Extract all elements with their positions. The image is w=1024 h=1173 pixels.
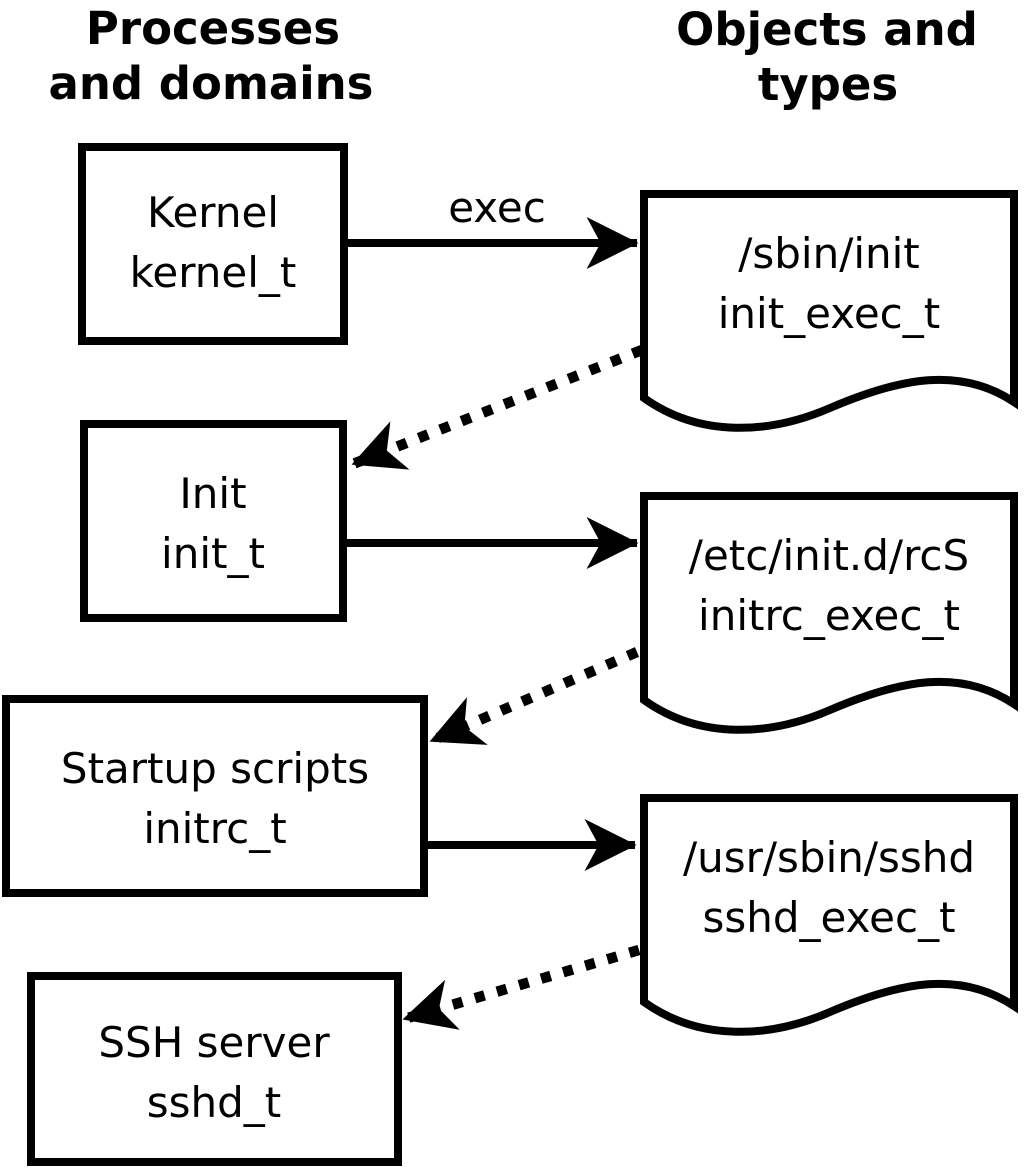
column-header-processes: Processes and domains xyxy=(49,2,374,110)
process-node-ssh-server: SSH server sshd_t xyxy=(27,972,402,1166)
document-shape xyxy=(640,492,1018,734)
document-shape xyxy=(640,190,1018,432)
column-header-line: Processes xyxy=(86,2,340,55)
object-path: /etc/init.d/rcS xyxy=(689,531,969,580)
process-node-init: Init init_t xyxy=(80,420,347,622)
process-domain-type: sshd_t xyxy=(147,1078,282,1127)
process-node-startup-scripts: Startup scripts initrc_t xyxy=(2,695,428,897)
transition-arrow-sbin-init-to-init xyxy=(351,345,644,470)
object-type: sshd_exec_t xyxy=(702,893,955,942)
process-name: Startup scripts xyxy=(61,744,369,793)
process-domain-type: init_t xyxy=(161,529,265,578)
process-name: Init xyxy=(179,469,246,518)
transition-arrow-sshd-to-ssh-server xyxy=(402,944,641,1030)
column-header-line: Objects and xyxy=(676,3,978,56)
process-box xyxy=(27,972,402,1166)
process-domain-type: kernel_t xyxy=(130,248,297,297)
edges: exec xyxy=(345,183,644,1030)
process-box xyxy=(80,420,347,622)
object-type: init_exec_t xyxy=(718,289,941,338)
transition-arrow-rcS-to-startup-scripts xyxy=(428,647,640,746)
object-path: /sbin/init xyxy=(738,229,920,278)
object-path: /usr/sbin/sshd xyxy=(683,833,975,882)
exec-label: exec xyxy=(448,183,546,232)
process-name: Kernel xyxy=(147,188,279,237)
column-header-line: types xyxy=(758,58,898,111)
object-type: initrc_exec_t xyxy=(698,591,960,640)
document-shape xyxy=(640,794,1018,1036)
process-name: SSH server xyxy=(98,1018,330,1067)
object-node-etc-initd-rcS: /etc/init.d/rcS initrc_exec_t xyxy=(640,492,1018,734)
column-header-line: and domains xyxy=(49,57,374,110)
process-node-kernel: Kernel kernel_t xyxy=(78,143,348,345)
process-box xyxy=(2,695,428,897)
object-node-usr-sbin-sshd: /usr/sbin/sshd sshd_exec_t xyxy=(640,794,1018,1036)
process-box xyxy=(78,143,348,345)
object-node-sbin-init: /sbin/init init_exec_t xyxy=(640,190,1018,432)
column-header-objects: Objects and types xyxy=(676,3,978,111)
process-domain-type: initrc_t xyxy=(143,804,286,853)
